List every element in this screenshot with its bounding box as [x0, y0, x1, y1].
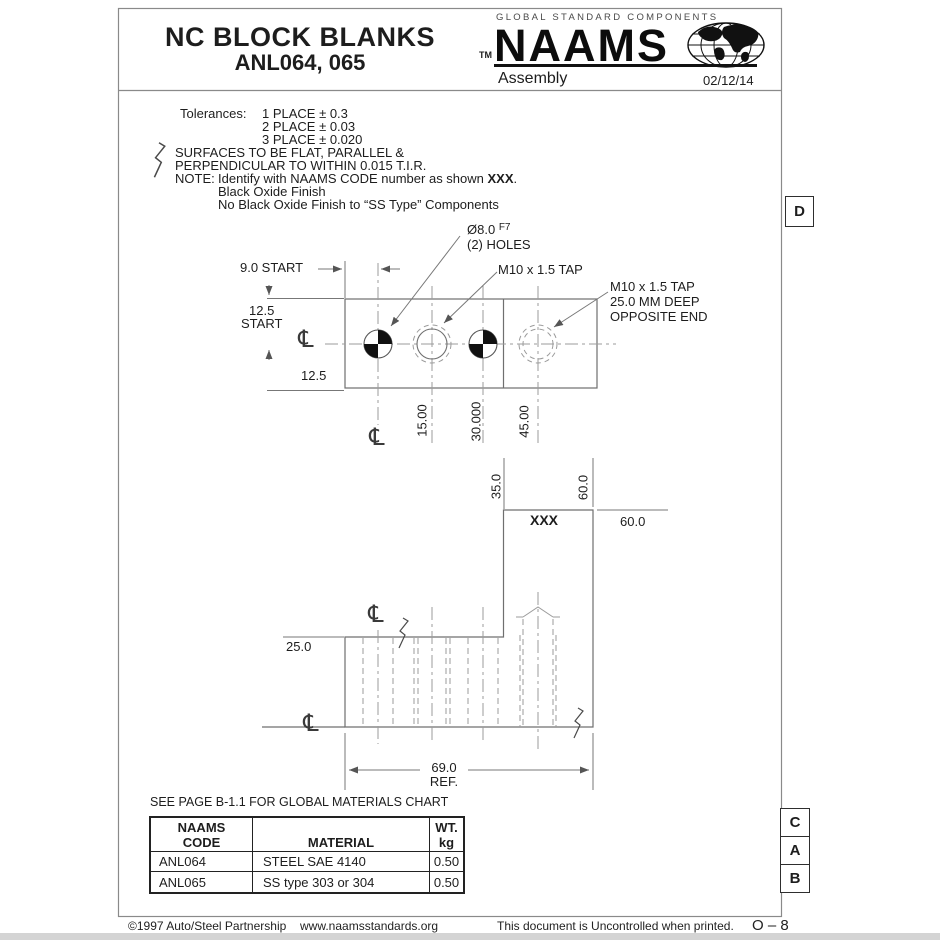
footer-uncontrolled-note: This document is Uncontrolled when print…	[497, 919, 734, 933]
centerline-symbol: ℄	[366, 423, 388, 451]
hole-fit-class: F7	[498, 222, 511, 233]
tolerances-label: Tolerances:	[180, 106, 247, 121]
note-label: NOTE:	[175, 171, 215, 186]
note-line-1-text: Identify with NAAMS CODE number as shown	[218, 171, 488, 186]
page-subtitle-code: ANL064, 065	[234, 50, 366, 75]
tapped-hole-opposite-end	[518, 324, 558, 364]
callout-tap-back-1: M10 x 1.5 TAP	[610, 279, 695, 294]
table-row-material: SS type 303 or 304	[253, 872, 430, 892]
col-header-weight-line1: WT.	[435, 820, 458, 835]
dim-35: 35.0	[488, 473, 504, 500]
centerline-symbol: ℄	[295, 325, 317, 353]
surface-finish-symbol	[398, 617, 584, 739]
callout-hole-count: (2) HOLES	[467, 237, 531, 252]
zone-label-c: C	[780, 808, 810, 837]
dim-60-rotated: 60.0	[575, 474, 591, 501]
col-header-material-label: MATERIAL	[307, 835, 375, 850]
category-label: Assembly	[498, 70, 568, 87]
zone-label-b: B	[780, 864, 810, 893]
table-row-code: ANL064	[151, 852, 253, 872]
tolerance-line-2: 2 PLACE ± 0.03	[262, 119, 356, 134]
table-row-weight: 0.50	[433, 874, 460, 890]
note-line-3: No Black Oxide Finish to “SS Type” Compo…	[218, 197, 499, 212]
note-line-2: Black Oxide Finish	[218, 184, 326, 199]
page-edge-shadow	[0, 933, 940, 940]
dim-length-ref: REF.	[429, 774, 459, 789]
brand-logo-text: NAAMS	[494, 20, 669, 71]
brand-tagline: GLOBAL STANDARD COMPONENTS	[496, 12, 719, 23]
col-header-weight: WT. kg	[430, 818, 463, 852]
note-line-1: Identify with NAAMS CODE number as shown…	[218, 171, 518, 187]
dim-start-y-word: START	[241, 316, 283, 331]
dim-length: 69.0	[431, 760, 457, 775]
side-view-centerlines	[377, 592, 539, 750]
footer-url: www.naamsstandards.org	[300, 919, 439, 933]
tolerance-line-3: 3 PLACE ± 0.020	[262, 132, 363, 147]
dim-25: 25.0	[286, 639, 312, 654]
side-view-dimensions	[283, 509, 668, 790]
hole-diameter-value: Ø8.0	[467, 222, 496, 237]
surface-finish-symbol	[153, 142, 166, 178]
drill-point	[516, 606, 560, 618]
trademark-mark: TM	[479, 50, 492, 60]
datum-target-hole-2	[468, 329, 498, 359]
note-line-1-period: .	[513, 171, 518, 186]
zone-label-a: A	[780, 836, 810, 865]
centerline-symbol: ℄	[300, 709, 322, 737]
centerline-symbol: ℄	[365, 600, 387, 628]
revision-date: 02/12/14	[703, 73, 754, 88]
tapped-hole-near	[412, 324, 452, 364]
footer-page-number: O – 8	[752, 917, 789, 934]
surface-note-line-1: SURFACES TO BE FLAT, PARALLEL &	[175, 145, 405, 160]
part-mark-xxx: XXX	[530, 512, 559, 528]
side-view-hidden-lines	[362, 619, 557, 727]
sheet-frame	[117, 7, 783, 918]
tolerance-line-1: 1 PLACE ± 0.3	[262, 106, 348, 121]
dim-15: 15.00	[414, 404, 430, 437]
dim-60-height: 60.0	[620, 514, 646, 529]
page-title: NC BLOCK BLANKS	[165, 22, 435, 52]
col-header-material: MATERIAL	[253, 818, 430, 852]
callout-tap-back-3: OPPOSITE END	[610, 309, 708, 324]
leader-lines	[390, 235, 609, 328]
table-row-code: ANL065	[151, 872, 253, 892]
dim-30: 30.000	[468, 401, 484, 442]
callout-hole-diameter: Ø8.0 F7	[467, 222, 510, 238]
callout-tap-back-2: 25.0 MM DEEP	[610, 294, 700, 309]
dim-start-x: 9.0 START	[240, 260, 304, 275]
col-header-code-line2: CODE	[182, 835, 221, 850]
dim-start-y-value: 12.5	[249, 303, 275, 318]
datum-target-hole-1	[363, 329, 393, 359]
surface-note-line-2: PERPENDICULAR TO WITHIN 0.015 T.I.R.	[175, 158, 427, 173]
materials-chart-note: SEE PAGE B-1.1 FOR GLOBAL MATERIALS CHAR…	[150, 795, 449, 809]
top-view-dimensions	[265, 261, 594, 509]
footer-copyright: ©1997 Auto/Steel Partnership	[128, 919, 287, 933]
table-row-weight: 0.50	[430, 852, 463, 872]
col-header-code-line1: NAAMS	[177, 820, 226, 835]
dim-45: 45.00	[516, 405, 532, 438]
brand-underline	[494, 64, 757, 67]
table-row-material: STEEL SAE 4140	[253, 852, 430, 872]
dim-half-height: 12.5	[301, 368, 327, 383]
zone-label-d: D	[785, 196, 814, 227]
materials-table: NAAMS CODE MATERIAL WT. kg ANL064 STEEL …	[149, 816, 465, 894]
col-header-weight-line2: kg	[438, 835, 455, 850]
globe-icon	[687, 22, 765, 68]
callout-tap-front: M10 x 1.5 TAP	[498, 262, 583, 277]
side-view-outline	[262, 509, 594, 728]
col-header-code: NAAMS CODE	[151, 818, 253, 852]
note-line-1-xxx: XXX	[487, 171, 514, 186]
